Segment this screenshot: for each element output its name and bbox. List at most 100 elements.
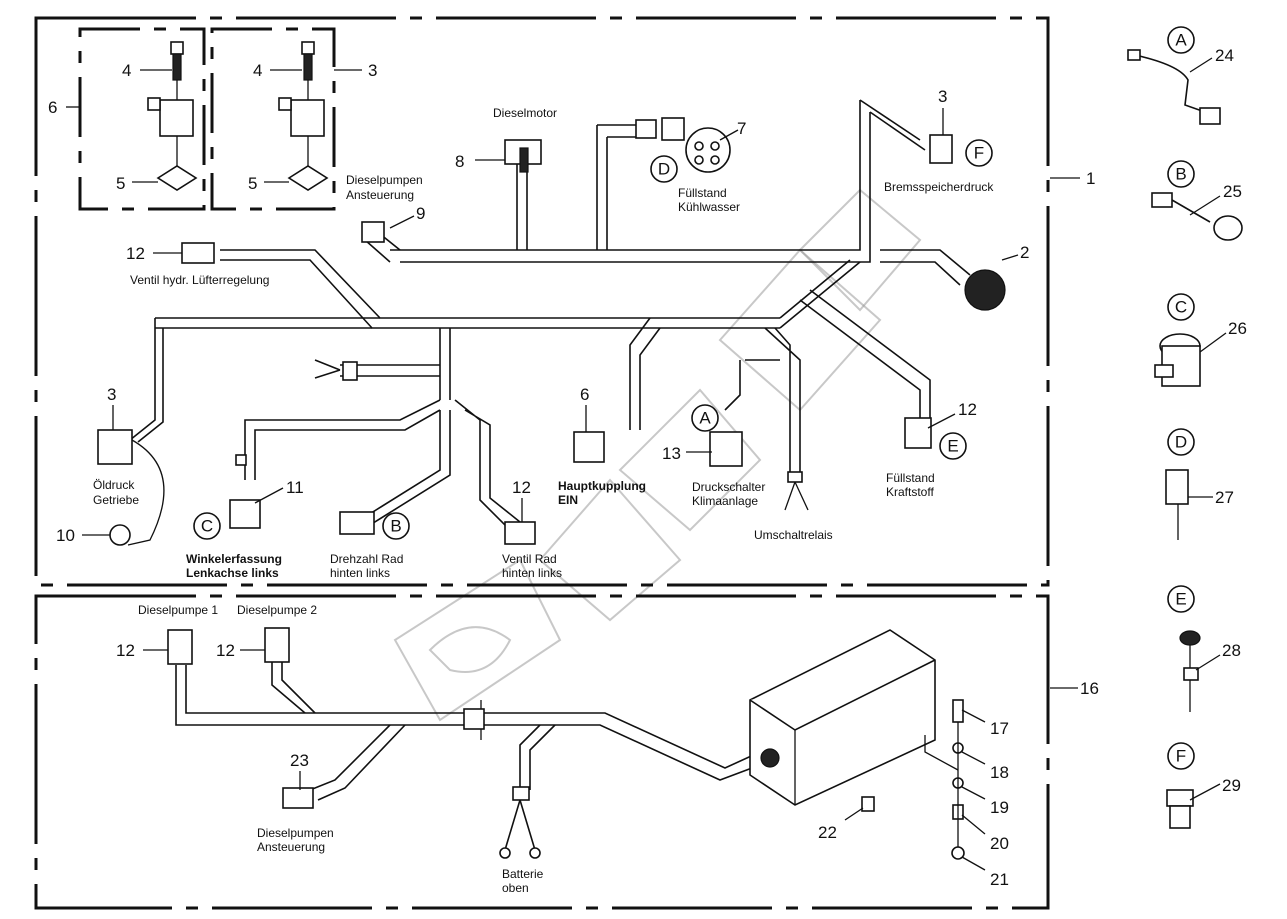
callout-24: 24 [1215,46,1234,65]
letter-B-detail: B [1175,165,1186,184]
label-fuellstand-ks-1: Füllstand [886,471,935,485]
label-batterie-2: oben [502,881,529,895]
label-dieselpumpe-2: Dieselpumpe 2 [237,603,317,617]
letter-B: B [390,517,401,536]
label-druckschalter-2: Klimaanlage [692,494,758,508]
letter-A: A [699,409,711,428]
group-frame-16 [34,594,1050,910]
callout-12-luefter: 12 [126,244,145,263]
label-winkel-1: Winkelerfassung [186,552,282,566]
letter-circle-E-detail [1167,585,1195,613]
letter-D-detail: D [1175,433,1187,452]
letter-circle-D [650,155,678,183]
label-oeldruck-1: Öldruck [93,478,135,492]
callout-20: 20 [990,834,1009,853]
letter-D: D [658,160,670,179]
group-frame-6 [78,27,206,211]
letter-F: F [974,144,984,163]
label-fuellstand-kw-2: Kühlwasser [678,200,740,214]
letter-circle-F [965,139,993,167]
callout-7: 7 [737,119,746,138]
callout-29: 29 [1222,776,1241,795]
callout-5b: 5 [248,174,257,193]
label-umschaltrelais: Umschaltrelais [754,528,833,542]
valve-plug-box-3: 4 5 [248,41,329,193]
label-dieselpumpe-1: Dieselpumpe 1 [138,603,218,617]
callout-6-kupplung: 6 [580,385,589,404]
letter-circle-C-detail [1167,293,1195,321]
label-dieselpumpen-1: Dieselpumpen [346,173,423,187]
callout-4b: 4 [253,61,262,80]
label-ventil-rad-1: Ventil Rad [502,552,557,566]
label-winkel-2: Lenkachse links [186,566,279,580]
callout-12-kraftstoff: 12 [958,400,977,419]
letter-circle-E [939,432,967,460]
callout-3-brems: 3 [938,87,947,106]
letter-circle-F-detail [1167,742,1195,770]
letter-circle-A-detail [1167,26,1195,54]
letter-E: E [947,437,958,456]
letter-circle-B-detail [1167,160,1195,188]
callout-26: 26 [1228,319,1247,338]
callout-8: 8 [455,152,464,171]
label-ventil-rad-2: hinten links [502,566,562,580]
callout-23: 23 [290,751,309,770]
harness-upper [129,99,971,531]
connectors-upper [97,117,1006,546]
label-drehzahl-1: Drehzahl Rad [330,552,403,566]
callout-2: 2 [1020,243,1029,262]
letter-circle-C [193,512,221,540]
label-oeldruck-2: Getriebe [93,493,139,507]
callout-5a: 5 [116,174,125,193]
callout-28: 28 [1222,641,1241,660]
callout-6-group: 6 [48,98,57,117]
letter-circle-B [382,512,410,540]
connectors-lower [167,627,965,860]
callout-3-oel: 3 [107,385,116,404]
callout-18: 18 [990,763,1009,782]
label-ansteuerung-2: Ansteuerung [257,840,325,854]
label-drehzahl-2: hinten links [330,566,390,580]
callout-25: 25 [1223,182,1242,201]
group-frame-1 [34,16,1050,587]
label-hauptkupplung-1: Hauptkupplung [558,479,646,493]
callout-3-group: 3 [368,61,377,80]
callout-12-ventil-rad: 12 [512,478,531,497]
group-frame-3 [210,27,336,211]
callout-12-dp2: 12 [216,641,235,660]
callout-22: 22 [818,823,837,842]
callout-21: 21 [990,870,1009,889]
harness-lower [175,662,761,851]
callout-11: 11 [286,478,304,497]
valve-plug-box-6: 4 5 [116,41,198,193]
label-batterie-1: Batterie [502,867,544,881]
callout-12-dp1: 12 [116,641,135,660]
label-druckschalter-1: Druckschalter [692,480,765,494]
label-ventil-luefter: Ventil hydr. Lüfterregelung [130,273,269,287]
watermark-logo [393,188,922,722]
label-ansteuerung-1: Ansteuerung [346,188,414,202]
callout-17: 17 [990,719,1009,738]
callout-16: 16 [1080,679,1099,698]
callout-1: 1 [1086,169,1095,188]
callout-19: 19 [990,798,1009,817]
callout-9: 9 [416,204,425,223]
letter-E-detail: E [1175,590,1186,609]
callout-13: 13 [662,444,681,463]
label-fuellstand-kw-1: Füllstand [678,186,727,200]
label-fuellstand-ks-2: Kraftstoff [886,485,934,499]
label-dieselmotor: Dieselmotor [493,106,557,120]
callout-10: 10 [56,526,75,545]
label-hauptkupplung-2: EIN [558,493,578,507]
detail-parts-column: A 24 B 25 C 26 D 27 E 28 F [1127,26,1247,829]
label-dieselpumpen-2: Dieselpumpen [257,826,334,840]
label-bremsspeicherdruck: Bremsspeicherdruck [884,180,994,194]
callout-4a: 4 [122,61,131,80]
letter-circle-D-detail [1167,428,1195,456]
letter-C-detail: C [1175,298,1187,317]
letter-circle-A [691,404,719,432]
letter-F-detail: F [1176,747,1186,766]
letter-C: C [201,517,213,536]
callout-27: 27 [1215,488,1234,507]
